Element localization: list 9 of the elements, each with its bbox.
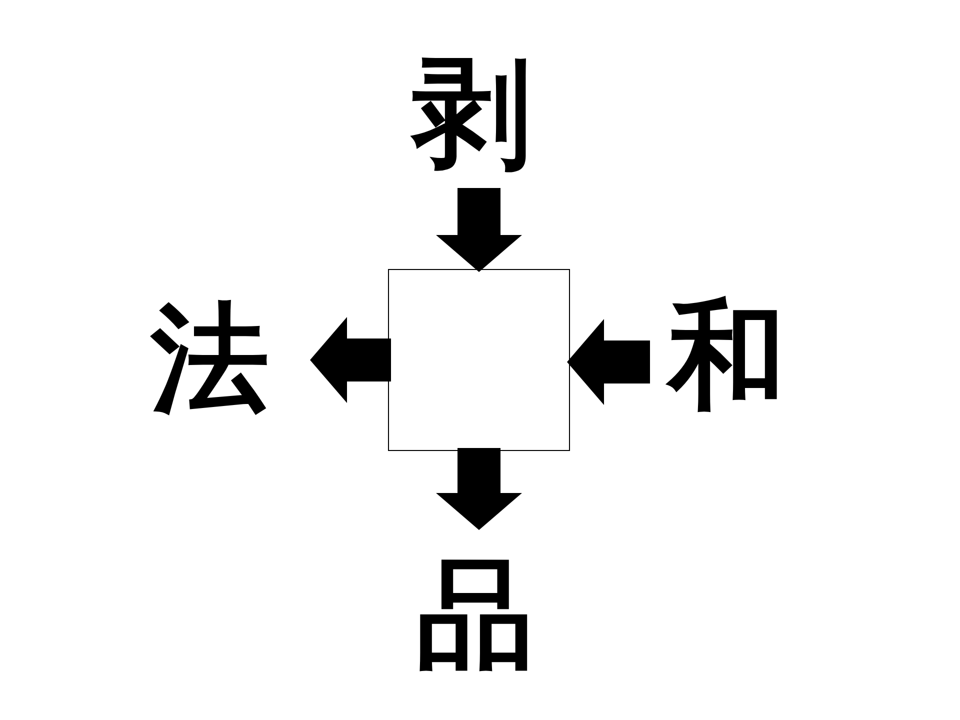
blank-answer-box bbox=[388, 269, 570, 451]
block-arrow bbox=[436, 448, 522, 530]
kanji-label: 法 bbox=[140, 288, 313, 428]
block-arrow bbox=[567, 319, 650, 405]
kanji-label: 剥 bbox=[407, 45, 537, 194]
block-arrow bbox=[310, 317, 391, 403]
block-arrow bbox=[436, 188, 522, 272]
kanji-label: 和 bbox=[644, 285, 810, 425]
kanji-label: 品 bbox=[405, 527, 545, 680]
